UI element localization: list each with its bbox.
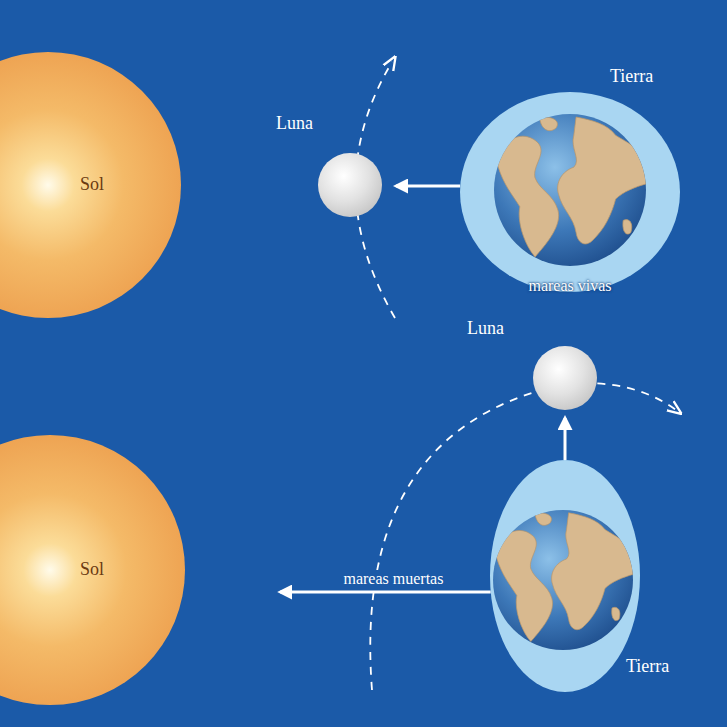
earth-body: Tierra [460, 92, 680, 292]
force-arrow [396, 185, 460, 188]
tidal-bulge [460, 92, 680, 292]
earth-body: Tierra [490, 460, 640, 692]
sun-label: Sol [80, 559, 104, 581]
force-arrow [280, 591, 491, 594]
tidal-bulge [490, 460, 640, 692]
earth-label: Tierra [626, 656, 669, 678]
moon-label: Luna [276, 113, 313, 135]
moon-body: Luna [318, 153, 382, 217]
sun-body: Sol [0, 52, 181, 318]
tide-label: mareas muertas [340, 570, 446, 588]
force-arrow [564, 418, 567, 460]
sun-label: Sol [80, 174, 104, 196]
earth-globe [490, 460, 640, 692]
moon-body: Luna [533, 346, 597, 410]
earth-globe [460, 92, 680, 292]
earth-label: Tierra [610, 66, 653, 88]
sun-body: Sol [0, 435, 185, 705]
moon-label: Luna [467, 318, 504, 340]
tide-label: mareas vivas [470, 277, 670, 295]
